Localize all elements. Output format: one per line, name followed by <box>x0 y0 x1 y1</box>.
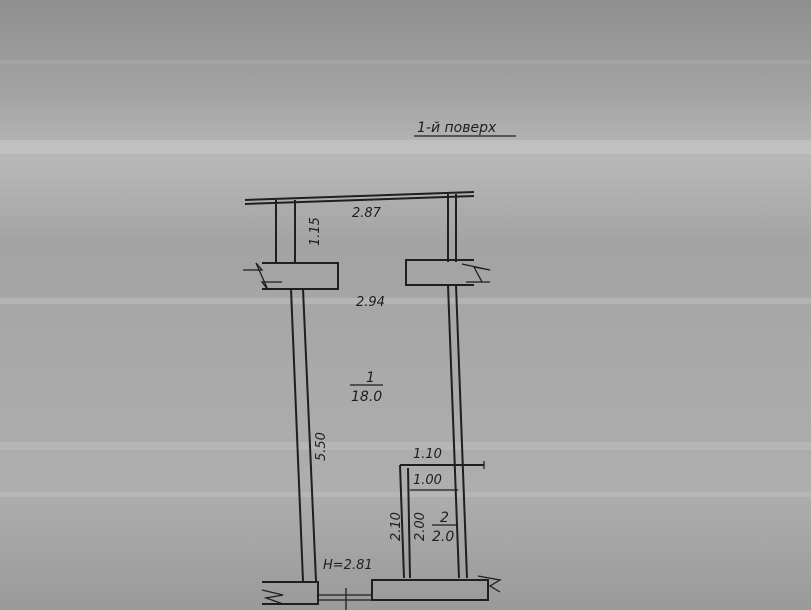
room-1-area: 18.0 <box>351 389 382 405</box>
top-wall <box>244 191 475 205</box>
dimension-room-width: 2.94 <box>356 295 385 310</box>
ceiling-height: H=2.81 <box>323 558 373 573</box>
closet-walls <box>399 461 485 579</box>
right-wall <box>447 194 468 579</box>
room-2-area: 2.0 <box>432 529 454 545</box>
dimension-top-width: 2.87 <box>352 206 382 221</box>
dimension-closet-length-inner: 2.00 <box>413 512 428 541</box>
dimension-room-length: 5.50 <box>314 432 329 461</box>
right-partition <box>405 259 491 286</box>
room-1-number: 1 <box>366 370 375 386</box>
left-wall <box>275 200 317 582</box>
dimension-closet-width-outer: 1.10 <box>413 447 442 462</box>
bottom-wall <box>261 575 502 610</box>
left-partition <box>243 262 339 291</box>
dimension-closet-width-inner: 1.00 <box>413 473 442 488</box>
room-2-number: 2 <box>440 510 449 526</box>
dimension-closet-length-outer: 2.10 <box>389 512 404 541</box>
dimension-entry-depth: 1.15 <box>308 217 323 246</box>
floor-title: 1-й поверх <box>417 120 497 136</box>
scan-streaks <box>0 60 811 497</box>
